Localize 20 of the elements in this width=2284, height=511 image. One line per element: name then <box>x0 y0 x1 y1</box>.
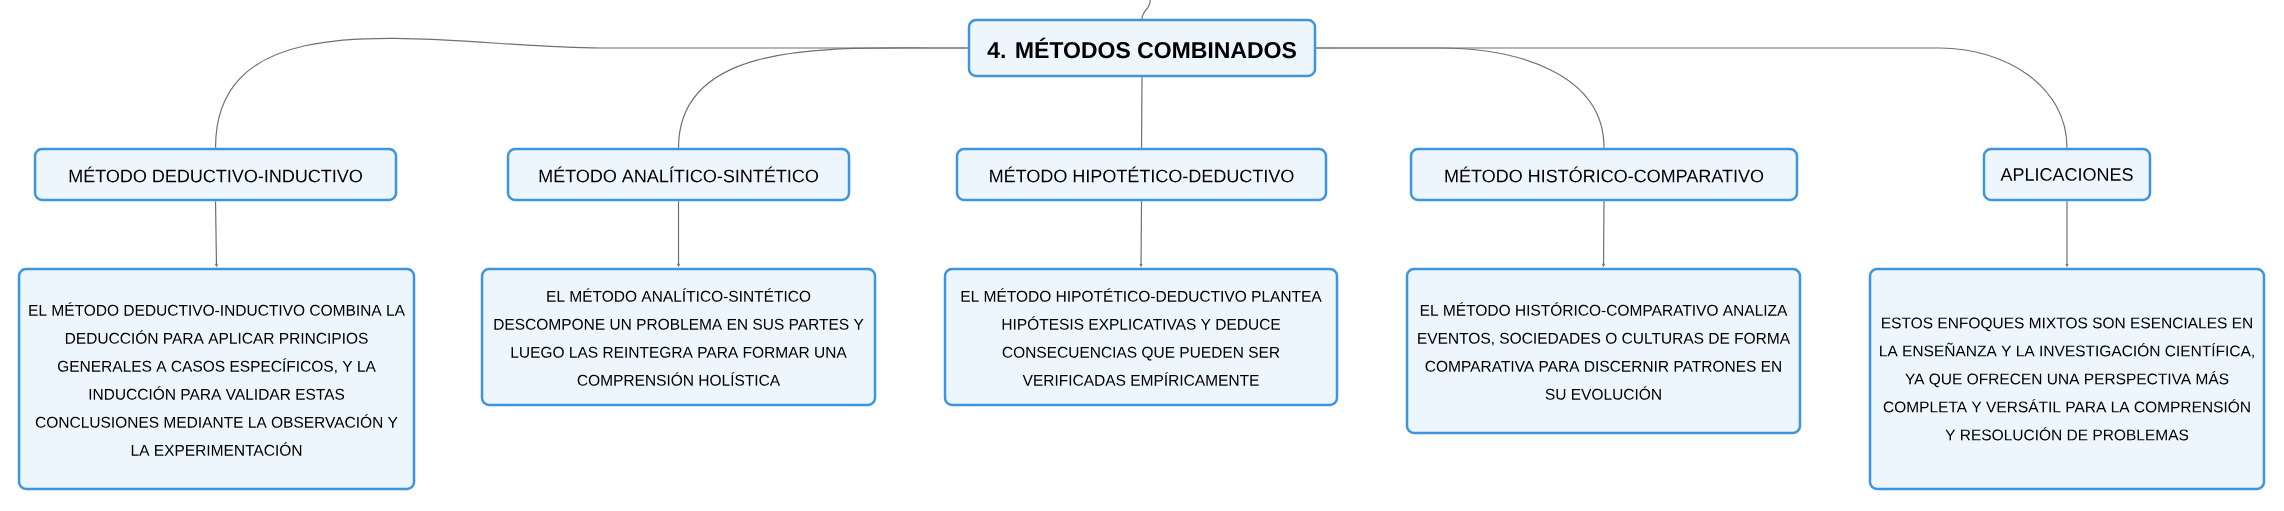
method-box: MÉTODO HIPOTÉTICO-DEDUCTIVO <box>955 147 1328 202</box>
connector <box>2065 200 2069 268</box>
method-box: MÉTODO DEDUCTIVO-INDUCTIVO <box>33 147 398 202</box>
topic-box: 4. MÉTODOS COMBINADOS <box>967 18 1317 78</box>
description-box: EL MÉTODO ANALÍTICO-SINTÉTICO DESCOMPONE UN PROBLEMA EN SUS PARTES Y LUEGO LAS REINTEGRA PARA FORMAR UNA COMPRENSIÓN HOLÍSTICA <box>480 267 877 407</box>
connector <box>1141 0 1151 20</box>
connector <box>677 47 969 149</box>
connector <box>1602 200 1605 268</box>
connector <box>1139 200 1143 268</box>
connector <box>1315 47 2068 149</box>
description-box: EL MÉTODO HIPOTÉTICO-DEDUCTIVO PLANTEA HIPÓTESIS EXPLICATIVAS Y DEDUCE CONSECUENCIAS QUE PUEDEN SER VERIFICADAS EMPÍRICAMENTE <box>943 267 1339 407</box>
description-box: ESTOS ENFOQUES MIXTOS SON ESENCIALES EN LA ENSEÑANZA Y LA INVESTIGACIÓN CIENTÍFICA, YA QUE OFRECEN UNA PERSPECTIVA MÁS COMPLETA Y VERSÁTIL PARA LA COMPRENSIÓN Y RESOLUCIÓN DE PROBLEMAS <box>1868 267 2266 491</box>
connector <box>1140 76 1143 149</box>
method-box: MÉTODO ANALÍTICO-SINTÉTICO <box>506 147 851 202</box>
description-box: EL MÉTODO DEDUCTIVO-INDUCTIVO COMBINA LA DEDUCCIÓN PARA APLICAR PRINCIPIOS GENERALES A CASOS ESPECÍFICOS, Y LA INDUCCIÓN PARA VALIDAR ESTAS CONCLUSIONES MEDIANTE LA OBSERVACIÓN Y LA EXPERIMENTACIÓN <box>17 267 416 491</box>
method-box: MÉTODO HISTÓRICO-COMPARATIVO <box>1409 147 1799 202</box>
description-box: EL MÉTODO HISTÓRICO-COMPARATIVO ANALIZA EVENTOS, SOCIEDADES O CULTURAS DE FORMA COMPARATIVA PARA DISCERNIR PATRONES EN SU EVOLUCIÓN <box>1405 267 1802 435</box>
method-box: APLICACIONES <box>1982 147 2152 202</box>
connector <box>214 200 218 268</box>
connector <box>677 200 680 268</box>
